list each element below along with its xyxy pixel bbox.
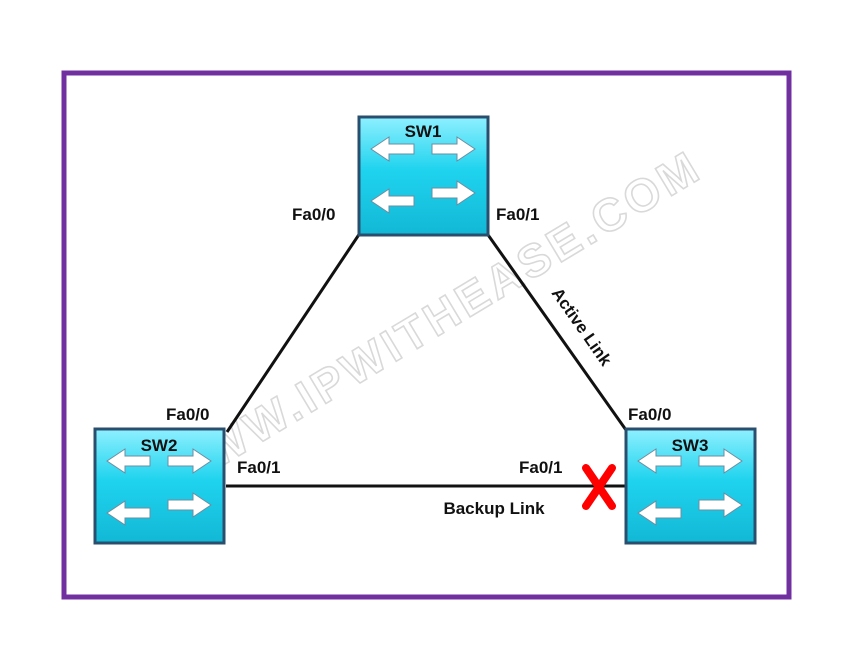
switch-sw3-label: SW3 [672,436,709,455]
active-link-line [484,231,628,431]
backup-link-label: Backup Link [443,499,545,518]
switch-sw2[interactable]: SW2 [93,427,226,545]
switch-sw3[interactable]: SW3 [624,427,757,545]
port-label-sw3-fa00: Fa0/0 [628,405,671,424]
port-label-sw2-fa01: Fa0/1 [237,458,280,477]
port-label-sw1-fa00: Fa0/0 [292,205,335,224]
switch-sw1-label: SW1 [405,122,442,141]
port-label-sw1-fa01: Fa0/1 [496,205,539,224]
switch-sw1[interactable]: SW1 [357,115,490,237]
blocked-x-icon [582,464,616,510]
switch-sw2-label: SW2 [141,436,178,455]
port-label-sw3-fa01: Fa0/1 [519,458,562,477]
link-sw1-sw2 [225,232,362,433]
port-label-sw2-fa00: Fa0/0 [166,405,209,424]
